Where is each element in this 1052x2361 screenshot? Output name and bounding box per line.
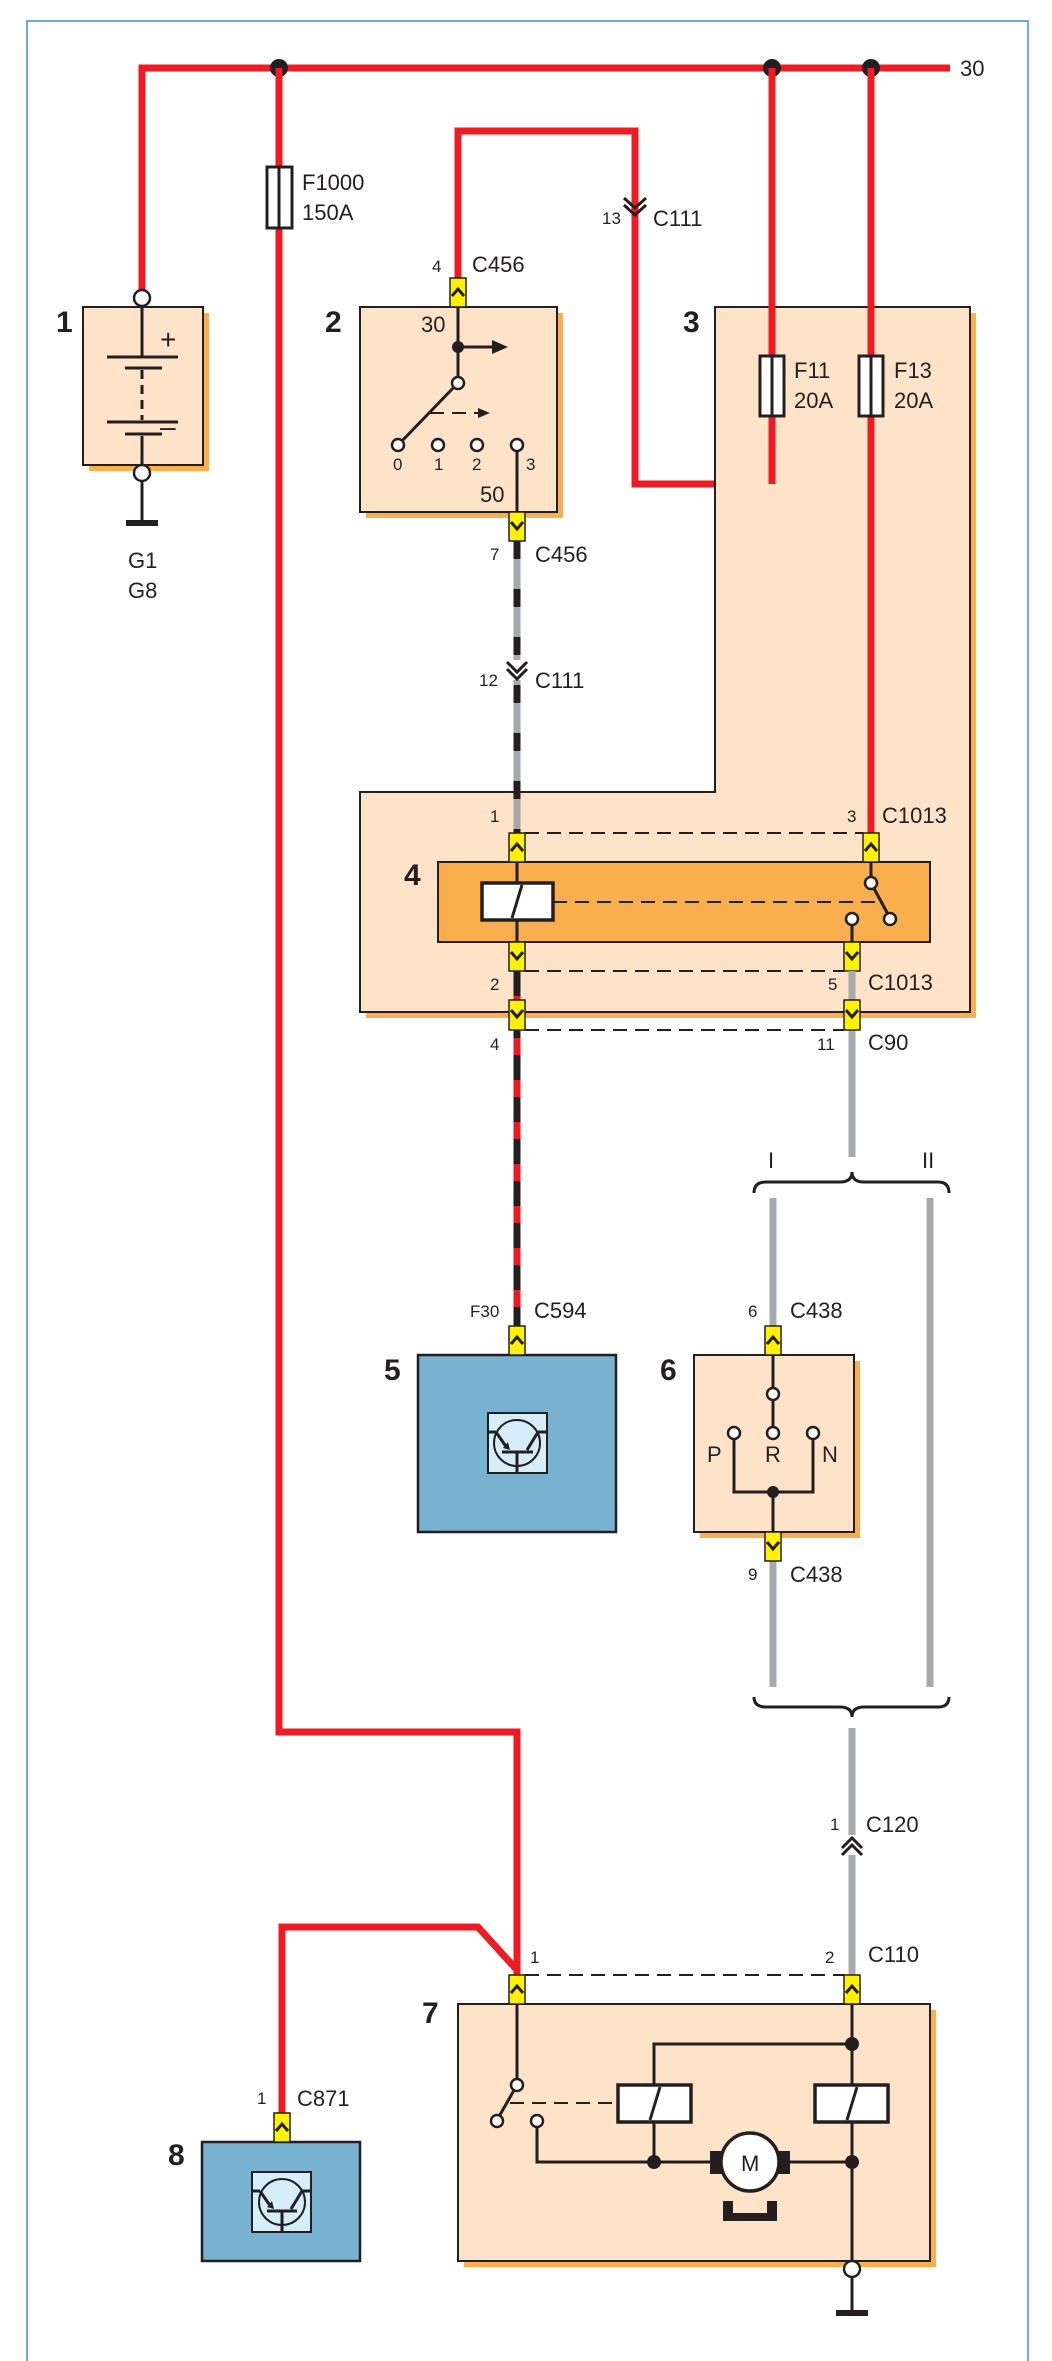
svg-text:3: 3 (526, 455, 535, 474)
control-module-c871: 8 1 C871 (168, 2086, 362, 2263)
svg-text:C871: C871 (297, 2086, 350, 2111)
switch-position-0 (390, 437, 406, 453)
ground-label-g8: G8 (128, 578, 157, 603)
battery-minus-label: – (160, 411, 176, 442)
svg-text:11: 11 (817, 1035, 835, 1054)
svg-text:2: 2 (472, 455, 481, 474)
starter-motor: 7 1 2 C110 M (422, 1942, 936, 2316)
control-module-c594: 5 F30 C594 (384, 1298, 618, 1534)
svg-text:1: 1 (530, 1948, 539, 1967)
svg-text:C111: C111 (535, 668, 584, 693)
terminal-30-label: 30 (960, 56, 984, 81)
ground-label-g1: G1 (128, 548, 157, 573)
transistor-icon (487, 1412, 548, 1474)
svg-text:9: 9 (748, 1565, 757, 1584)
diagram-frame (26, 20, 1029, 2361)
fuse-f11: F11 20A (758, 354, 833, 418)
svg-text:F11: F11 (794, 358, 830, 383)
ignition-switch: 2 4 C456 30 0 1 2 3 50 (325, 252, 563, 518)
variant-label-ii: II (922, 1148, 934, 1173)
component-number-8: 8 (168, 2139, 185, 2172)
svg-text:2: 2 (490, 975, 499, 994)
svg-text:1: 1 (490, 807, 499, 826)
motor-icon (719, 2131, 781, 2193)
f1000-circuit: F1000 150A (265, 68, 521, 1975)
battery-plus-label: + (160, 324, 176, 355)
component-number-5: 5 (384, 1354, 401, 1387)
svg-text:C120: C120 (866, 1812, 919, 1837)
connector-c456-pin7 (508, 511, 526, 542)
svg-text:6: 6 (748, 1302, 757, 1321)
svg-text:3: 3 (847, 807, 856, 826)
svg-text:N: N (822, 1442, 838, 1467)
svg-text:4: 4 (432, 257, 441, 276)
battery: 1 + – G1 G8 (56, 288, 209, 603)
component-number-7: 7 (422, 1997, 439, 2030)
c111-connector-13: 13 C111 (602, 196, 702, 231)
svg-text:1: 1 (257, 2089, 266, 2108)
fuse-f1000-id: F1000 (302, 170, 364, 195)
switch-position-3 (509, 437, 525, 453)
svg-text:F30: F30 (470, 1302, 499, 1321)
range-position-p (726, 1425, 742, 1441)
svg-text:4: 4 (490, 1035, 499, 1054)
ground-icon (126, 520, 158, 526)
variant-brace-top: I II (752, 1148, 951, 1194)
svg-text:C594: C594 (534, 1298, 587, 1323)
module-8-wire (278, 1923, 520, 2113)
svg-text:C111: C111 (653, 206, 702, 231)
svg-text:C90: C90 (868, 1030, 908, 1055)
svg-text:20A: 20A (894, 388, 933, 413)
svg-text:C438: C438 (790, 1298, 843, 1323)
svg-text:C1013: C1013 (882, 803, 947, 828)
svg-text:R: R (765, 1442, 781, 1467)
battery-positive-terminal-icon (132, 288, 152, 308)
range-position-n (805, 1425, 821, 1441)
svg-text:5: 5 (828, 975, 837, 994)
range-position-r (765, 1425, 781, 1441)
svg-text:F13: F13 (894, 358, 932, 383)
component-number-2: 2 (325, 306, 342, 339)
switch-position-2 (469, 437, 485, 453)
transmission-range-switch: 6 6 C438 P R N 9 C438 (660, 1298, 860, 1587)
svg-text:C438: C438 (790, 1562, 843, 1587)
transistor-icon (251, 2171, 312, 2233)
svg-text:12: 12 (479, 671, 498, 690)
battery-negative-terminal-icon (132, 463, 152, 483)
svg-text:C456: C456 (535, 542, 588, 567)
pinion-icon (723, 2201, 777, 2221)
variant-brace-bottom (752, 1696, 951, 1718)
svg-text:20A: 20A (794, 388, 833, 413)
ground-icon (836, 2310, 868, 2316)
terminal-50-label: 50 (480, 482, 504, 507)
svg-text:1: 1 (434, 455, 443, 474)
switch-position-1 (430, 437, 446, 453)
variant-label-i: I (768, 1148, 774, 1173)
component-number-1: 1 (56, 306, 73, 339)
svg-text:C110: C110 (868, 1942, 919, 1967)
component-number-3: 3 (683, 306, 700, 339)
connector-c456-pin4 (449, 277, 467, 308)
svg-text:P: P (707, 1442, 722, 1467)
component-number-4: 4 (404, 859, 421, 892)
svg-text:0: 0 (393, 455, 402, 474)
svg-text:M: M (741, 2151, 759, 2176)
fuse-f13: F13 20A (857, 354, 933, 418)
terminal-30-label: 30 (421, 312, 445, 337)
svg-text:2: 2 (825, 1948, 834, 1967)
fuse-f1000-rating: 150A (302, 200, 354, 225)
svg-text:13: 13 (602, 209, 621, 228)
svg-text:1: 1 (830, 1815, 839, 1834)
start-signal-wire: 7 C456 12 C111 (479, 511, 588, 833)
svg-text:7: 7 (490, 545, 499, 564)
starter-relay: 4 1 3 C1013 2 5 C1013 (404, 803, 947, 995)
component-number-6: 6 (660, 1354, 677, 1387)
connector-c90: 4 11 C90 (490, 999, 908, 1055)
svg-text:C1013: C1013 (868, 970, 933, 995)
svg-text:C456: C456 (472, 252, 525, 277)
connector-c120: 1 C120 (830, 1812, 919, 1857)
